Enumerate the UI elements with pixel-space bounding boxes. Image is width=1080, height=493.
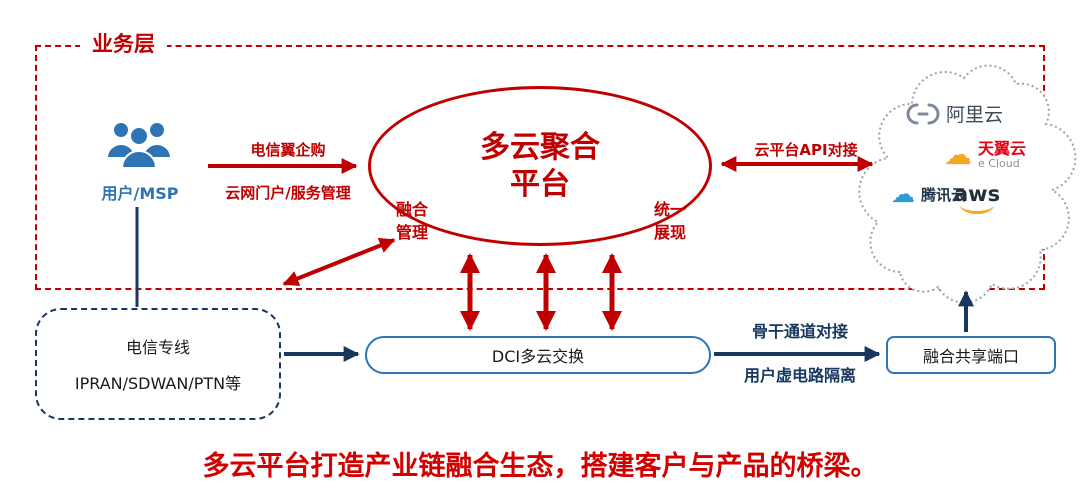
dci-exchange-label: DCI多云交换 [491,347,585,366]
portal-service-label: 云网门户/服务管理 [225,184,351,202]
shared-port-box: 融合共享端口 [886,336,1056,374]
footer-slogan: 多云平台打造产业链融合生态，搭建客户与产品的桥梁。 [202,451,878,482]
telecom-purchase-label: 电信翼企购 [250,141,326,159]
platform-title-line2: 平台 [510,167,570,202]
backbone-channel-label: 骨干通道对接 [751,322,848,341]
ecloud-logo: ☁ 天翼云 e Cloud [944,140,1026,170]
platform-ellipse: 多云聚合 平台 [368,86,712,246]
platform-title-line1: 多云聚合 [480,129,600,165]
user-msp-label: 用户/MSP [101,184,179,203]
dedicated-line-box: 电信专线 IPRAN/SDWAN/PTN等 [35,308,281,420]
ecloud-cloud-icon: ☁ [944,137,972,171]
tencent-cloud-icon: ☁ [891,180,915,208]
aliyun-logo: 阿里云 [906,100,1003,127]
aws-label: aws [954,182,1001,206]
aws-logo: aws [954,184,1000,214]
shared-port-label: 融合共享端口 [922,347,1019,366]
users-icon [103,116,175,172]
cloud-api-label: 云平台API对接 [754,141,858,159]
business-layer-label: 业务层 [80,30,167,58]
aliyun-label: 阿里云 [946,104,1004,126]
aliyun-brackets-icon [906,103,940,124]
aws-smile-icon [960,205,995,214]
dci-exchange-box: DCI多云交换 [365,336,711,374]
ecloud-sub-label: e Cloud [978,156,1020,170]
fusion-management-label: 融合 管理 [395,200,428,243]
virtual-circuit-label: 用户虚电路隔离 [743,366,856,385]
dedicated-line-label-2: IPRAN/SDWAN/PTN等 [74,374,242,393]
dedicated-line-label-1: 电信专线 [125,338,190,357]
unified-display-label: 统一 展现 [653,200,686,243]
ecloud-label: 天翼云 [978,139,1027,158]
